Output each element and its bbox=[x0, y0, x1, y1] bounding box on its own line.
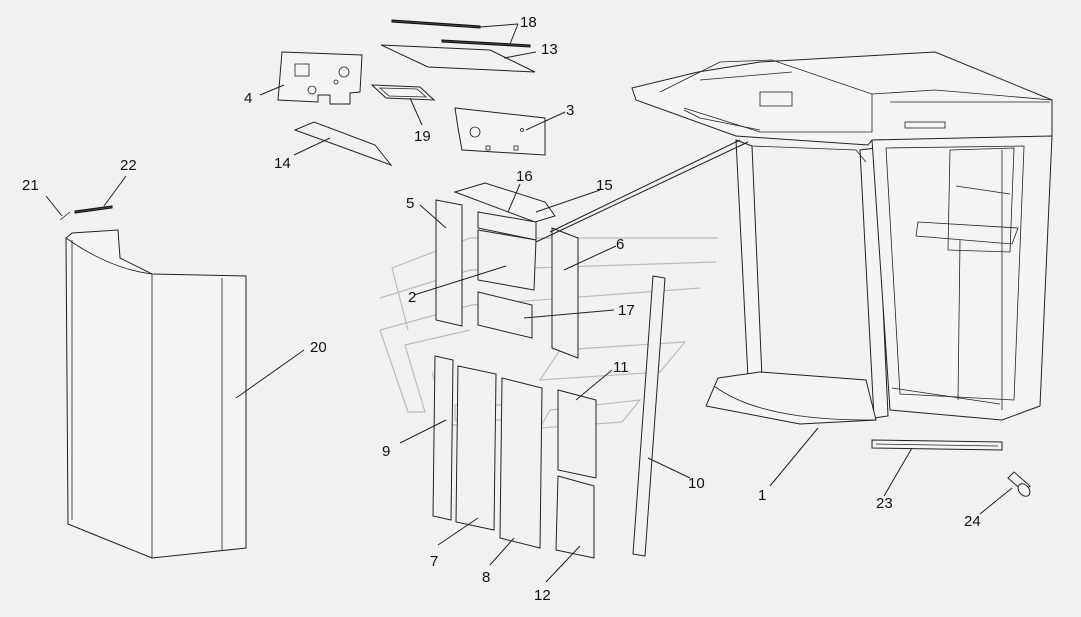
part-3-panel bbox=[454, 107, 546, 156]
part-21-clip bbox=[59, 211, 71, 221]
callout-labels: 1 2 3 4 5 6 7 8 9 10 11 12 13 14 15 16 1… bbox=[22, 14, 981, 604]
part-18-strip-lower bbox=[441, 39, 531, 48]
callout-3: 3 bbox=[566, 102, 574, 119]
callout-7: 7 bbox=[430, 553, 438, 570]
part-11-glass bbox=[557, 389, 597, 479]
callout-15: 15 bbox=[596, 177, 613, 194]
part-2-glass bbox=[477, 229, 537, 291]
callout-11: 11 bbox=[613, 359, 629, 376]
part-15-panel bbox=[453, 182, 556, 223]
part-5-panel bbox=[435, 199, 463, 327]
leader-lines bbox=[45, 23, 1013, 583]
callout-22: 22 bbox=[120, 157, 137, 174]
callout-21: 21 bbox=[22, 177, 39, 194]
part-7-panel bbox=[455, 365, 497, 531]
part-1-cab-frame bbox=[631, 51, 1053, 425]
callout-24: 24 bbox=[964, 513, 981, 530]
callout-2: 2 bbox=[408, 289, 416, 306]
callout-16: 16 bbox=[516, 168, 533, 185]
part-10-strip bbox=[632, 275, 666, 557]
part-4-panel bbox=[277, 51, 363, 105]
part-18-strip-upper bbox=[391, 19, 481, 29]
part-22-strip bbox=[74, 205, 113, 214]
part-23-bar bbox=[871, 439, 1003, 451]
part-6-panel bbox=[551, 227, 579, 359]
callout-18: 18 bbox=[520, 14, 537, 31]
callout-8: 8 bbox=[482, 569, 490, 586]
part-12-glass bbox=[555, 475, 595, 559]
part-14-strip bbox=[293, 121, 393, 167]
callout-12: 12 bbox=[534, 587, 551, 604]
callout-6: 6 bbox=[616, 236, 624, 253]
callout-5: 5 bbox=[406, 195, 414, 212]
part-17-glass bbox=[477, 291, 533, 339]
callout-10: 10 bbox=[688, 475, 705, 492]
part-8-panel bbox=[499, 377, 543, 549]
part-13-glass bbox=[380, 44, 536, 73]
callout-14: 14 bbox=[274, 155, 291, 172]
part-9-strip bbox=[432, 355, 454, 521]
ghost-outline bbox=[379, 237, 718, 429]
callout-19: 19 bbox=[414, 128, 431, 145]
part-19-frame bbox=[370, 84, 436, 101]
callout-13: 13 bbox=[541, 41, 558, 58]
part-20-curved-panel bbox=[65, 229, 247, 559]
callout-1: 1 bbox=[758, 487, 766, 504]
callout-9: 9 bbox=[382, 443, 390, 460]
callout-4: 4 bbox=[244, 90, 252, 107]
callout-17: 17 bbox=[618, 302, 635, 319]
callout-23: 23 bbox=[876, 495, 893, 512]
callout-20: 20 bbox=[310, 339, 327, 356]
part-24-bolt bbox=[1007, 471, 1031, 497]
